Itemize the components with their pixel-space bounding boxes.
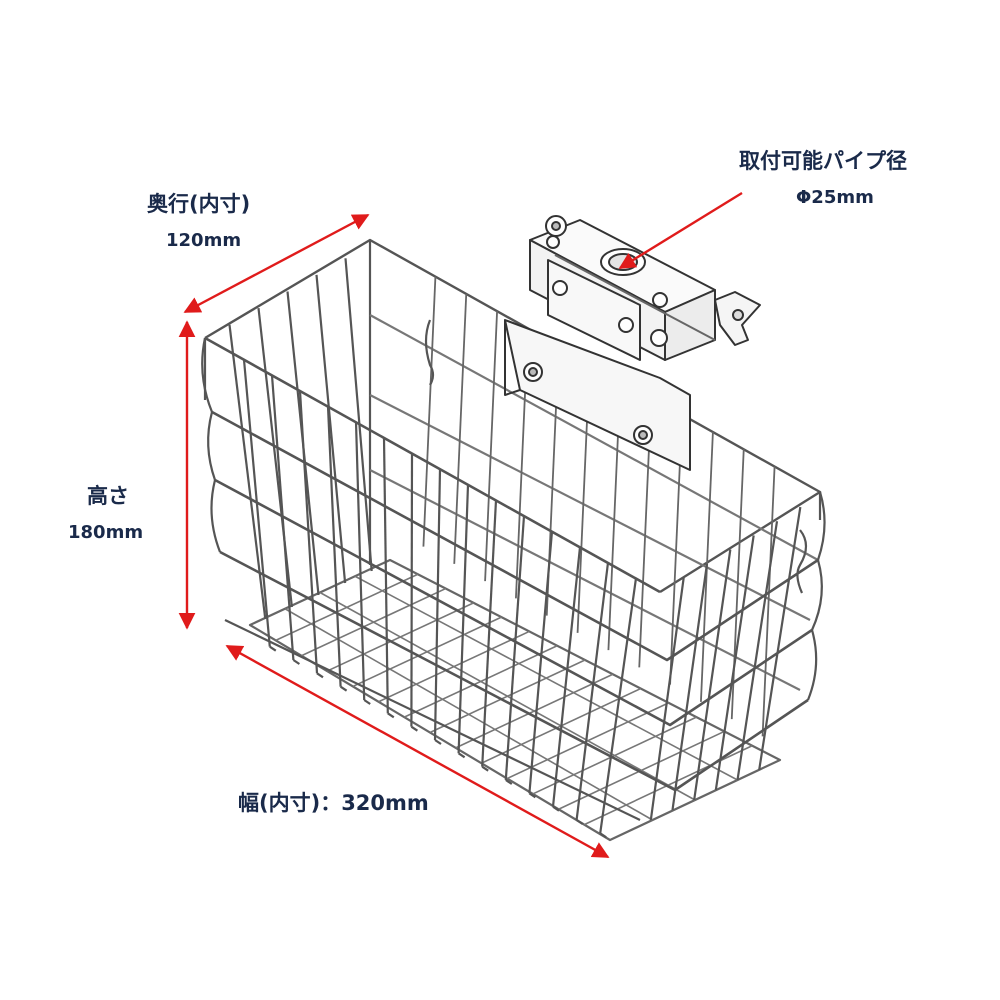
width-arrow xyxy=(225,644,610,859)
pipe-label: 取付可能パイプ径 xyxy=(739,149,907,173)
pipe-clamp-drawing xyxy=(504,215,761,471)
pipe-value: Φ25mm xyxy=(796,187,874,208)
height-value: 180mm xyxy=(68,522,144,543)
dimension-arrows xyxy=(178,191,743,859)
pipe-pointer-arrow xyxy=(618,191,743,270)
depth-arrow xyxy=(183,213,370,314)
width-label: 幅(内寸)：320mm xyxy=(238,791,429,815)
height-label: 高さ xyxy=(87,484,129,508)
depth-value: 120mm xyxy=(166,230,242,251)
depth-label: 奥行(内寸) xyxy=(147,192,251,216)
